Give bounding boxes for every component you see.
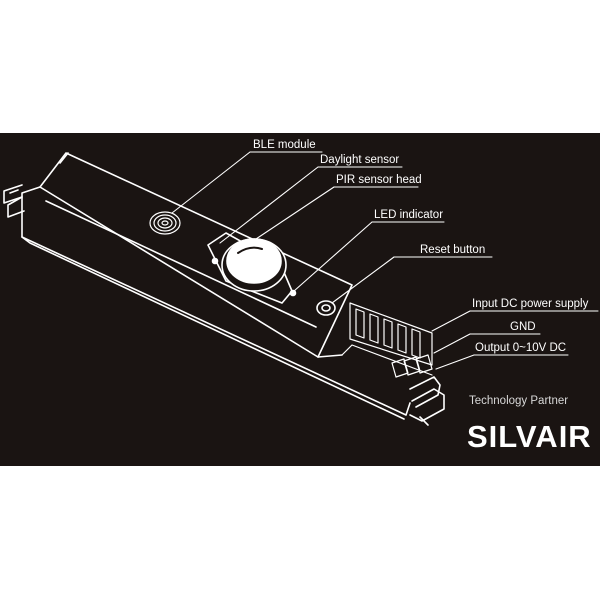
- right-mounting-tab: [409, 376, 445, 426]
- technology-partner-text: Technology Partner: [469, 395, 569, 407]
- housing-body: [21, 152, 411, 420]
- pir-sensor-drawing: [207, 232, 297, 304]
- reset-button-drawing: [316, 300, 336, 316]
- diagram-panel: BLE module Daylight sensor PIR sensor he…: [0, 133, 600, 466]
- input-dc-label: Input DC power supply: [472, 298, 589, 310]
- leader-lines: [171, 151, 599, 370]
- reset-button-label: Reset button: [420, 244, 486, 256]
- ble-module-label: BLE module: [253, 139, 316, 151]
- gnd-label: GND: [510, 321, 536, 333]
- pir-sensor-head-label: PIR sensor head: [336, 174, 422, 186]
- left-mounting-tab: [3, 184, 25, 218]
- ble-module-drawing: [149, 211, 181, 235]
- daylight-sensor-label: Daylight sensor: [320, 154, 400, 166]
- led-indicator-label: LED indicator: [374, 209, 444, 221]
- sensor-drawing: [3, 151, 599, 426]
- output-label: Output 0~10V DC: [475, 342, 567, 354]
- silvair-logo: SILVAIR: [467, 419, 592, 454]
- terminal-block: [341, 302, 433, 378]
